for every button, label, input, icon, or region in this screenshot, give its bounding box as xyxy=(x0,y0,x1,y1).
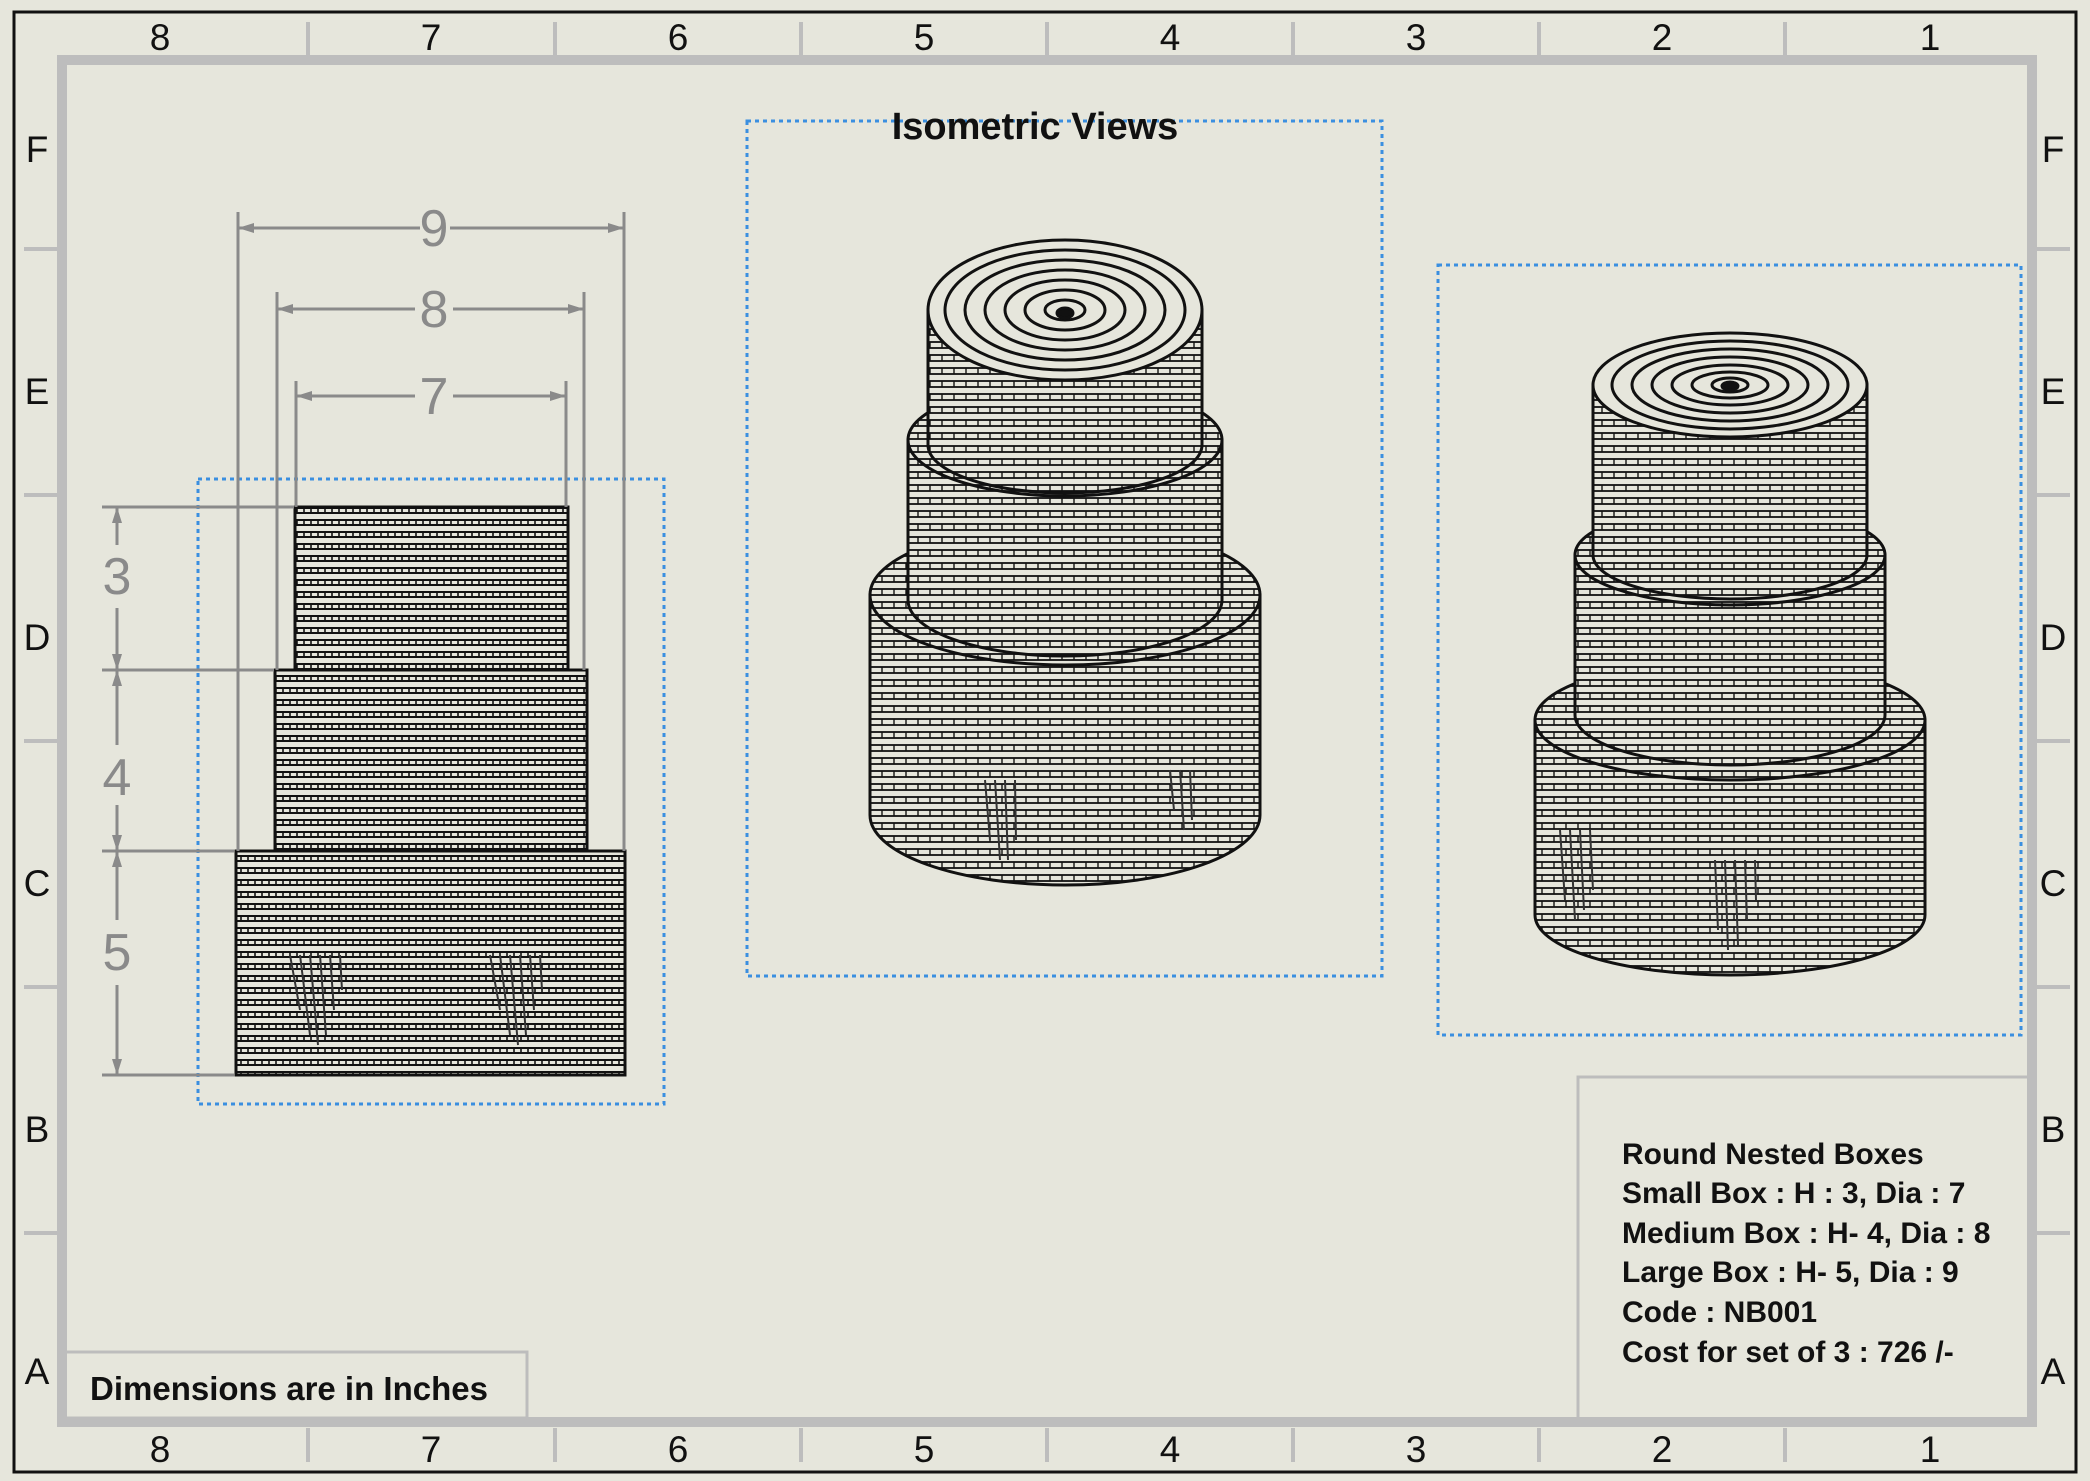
zone-col-bottom: 6 xyxy=(668,1429,689,1470)
zone-row-right: D xyxy=(2040,617,2067,658)
isometric-view-2[interactable] xyxy=(1436,263,2023,1037)
front-view-frame[interactable] xyxy=(196,477,666,1106)
zone-col-top: 3 xyxy=(1406,17,1427,58)
zone-col-bottom: 5 xyxy=(914,1429,935,1470)
zone-ticks xyxy=(24,22,2070,1462)
dim-width-large: 9 xyxy=(420,200,449,258)
front-hatch xyxy=(289,954,543,1046)
zone-row-right: F xyxy=(2042,129,2065,170)
inner-border xyxy=(57,55,2037,1427)
zone-col-bottom: 8 xyxy=(150,1429,171,1470)
zone-col-bottom: 3 xyxy=(1406,1429,1427,1470)
zone-col-top: 7 xyxy=(421,17,442,58)
title-block-medium-box: Medium Box : H- 4, Dia : 8 xyxy=(1622,1217,1990,1250)
isometric-views-title: Isometric Views xyxy=(892,106,1179,148)
note-box xyxy=(62,1350,529,1420)
zone-col-top: 6 xyxy=(668,17,689,58)
title-block: Round Nested Boxes Small Box : H : 3, Di… xyxy=(1576,1075,2032,1422)
zone-rows-right: F E D C B A xyxy=(2040,129,2067,1392)
title-block-heading: Round Nested Boxes xyxy=(1622,1138,1924,1171)
zone-row-right: B xyxy=(2041,1109,2066,1150)
title-block-cost: Cost for set of 3 : 726 /- xyxy=(1622,1336,1954,1369)
title-block-frame xyxy=(1576,1075,2032,1422)
large-box-front xyxy=(234,849,627,1077)
isometric-view-2-frame[interactable] xyxy=(1436,263,2023,1037)
front-view[interactable]: 9 8 7 3 4 5 xyxy=(102,200,666,1106)
iso2-lid-rings xyxy=(1610,339,1850,431)
title-block-small-box: Small Box : H : 3, Dia : 7 xyxy=(1622,1177,1965,1210)
zone-row-left: D xyxy=(24,617,51,658)
dim-height-large: 5 xyxy=(103,924,132,982)
dimension-note-box: Dimensions are in Inches xyxy=(62,1350,529,1420)
isometric-view-1-frame[interactable] xyxy=(745,119,1384,978)
dimension-arrows xyxy=(112,223,624,1075)
zone-rows-left: F E D C B A xyxy=(24,129,51,1392)
zone-row-left: B xyxy=(25,1109,50,1150)
zone-col-bottom: 2 xyxy=(1652,1429,1673,1470)
outer-border xyxy=(12,10,2078,1474)
zone-col-top: 8 xyxy=(150,17,171,58)
iso1-lid-rings xyxy=(943,248,1187,372)
iso2-large-box xyxy=(1533,718,1927,977)
zone-row-right: A xyxy=(2041,1351,2066,1392)
small-box-front xyxy=(293,505,570,672)
zone-row-left: E xyxy=(25,371,50,412)
zone-col-bottom: 1 xyxy=(1920,1429,1941,1470)
title-block-large-box: Large Box : H- 5, Dia : 9 xyxy=(1622,1256,1959,1289)
zone-row-right: E xyxy=(2041,371,2066,412)
zone-columns-top: 8 7 6 5 4 3 2 1 xyxy=(150,17,1941,58)
zone-col-bottom: 4 xyxy=(1160,1429,1181,1470)
zone-row-right: C xyxy=(2040,863,2067,904)
iso2-small-box xyxy=(1591,383,1869,601)
zone-columns-bottom: 8 7 6 5 4 3 2 1 xyxy=(150,1429,1941,1470)
dimension-note: Dimensions are in Inches xyxy=(90,1370,488,1407)
zone-col-bottom: 7 xyxy=(421,1429,442,1470)
iso1-large-box xyxy=(868,593,1262,887)
dim-width-medium: 8 xyxy=(420,281,449,339)
iso1-hatch xyxy=(984,769,1193,861)
dim-height-medium: 4 xyxy=(103,749,132,807)
zone-row-left: A xyxy=(25,1351,50,1392)
iso2-medium-box xyxy=(1573,553,1887,767)
dim-height-small: 3 xyxy=(103,548,132,606)
zone-col-top: 2 xyxy=(1652,17,1673,58)
title-block-code: Code : NB001 xyxy=(1622,1296,1817,1329)
iso2-hatch xyxy=(1559,829,1757,951)
dim-width-small: 7 xyxy=(420,368,449,426)
iso1-medium-box xyxy=(906,438,1224,658)
zone-col-top: 5 xyxy=(914,17,935,58)
medium-box-front xyxy=(273,668,589,853)
zone-col-top: 4 xyxy=(1160,17,1181,58)
isometric-view-1[interactable]: Isometric Views xyxy=(745,106,1384,978)
zone-col-top: 1 xyxy=(1920,17,1941,58)
zone-row-left: C xyxy=(24,863,51,904)
zone-row-left: F xyxy=(26,129,49,170)
